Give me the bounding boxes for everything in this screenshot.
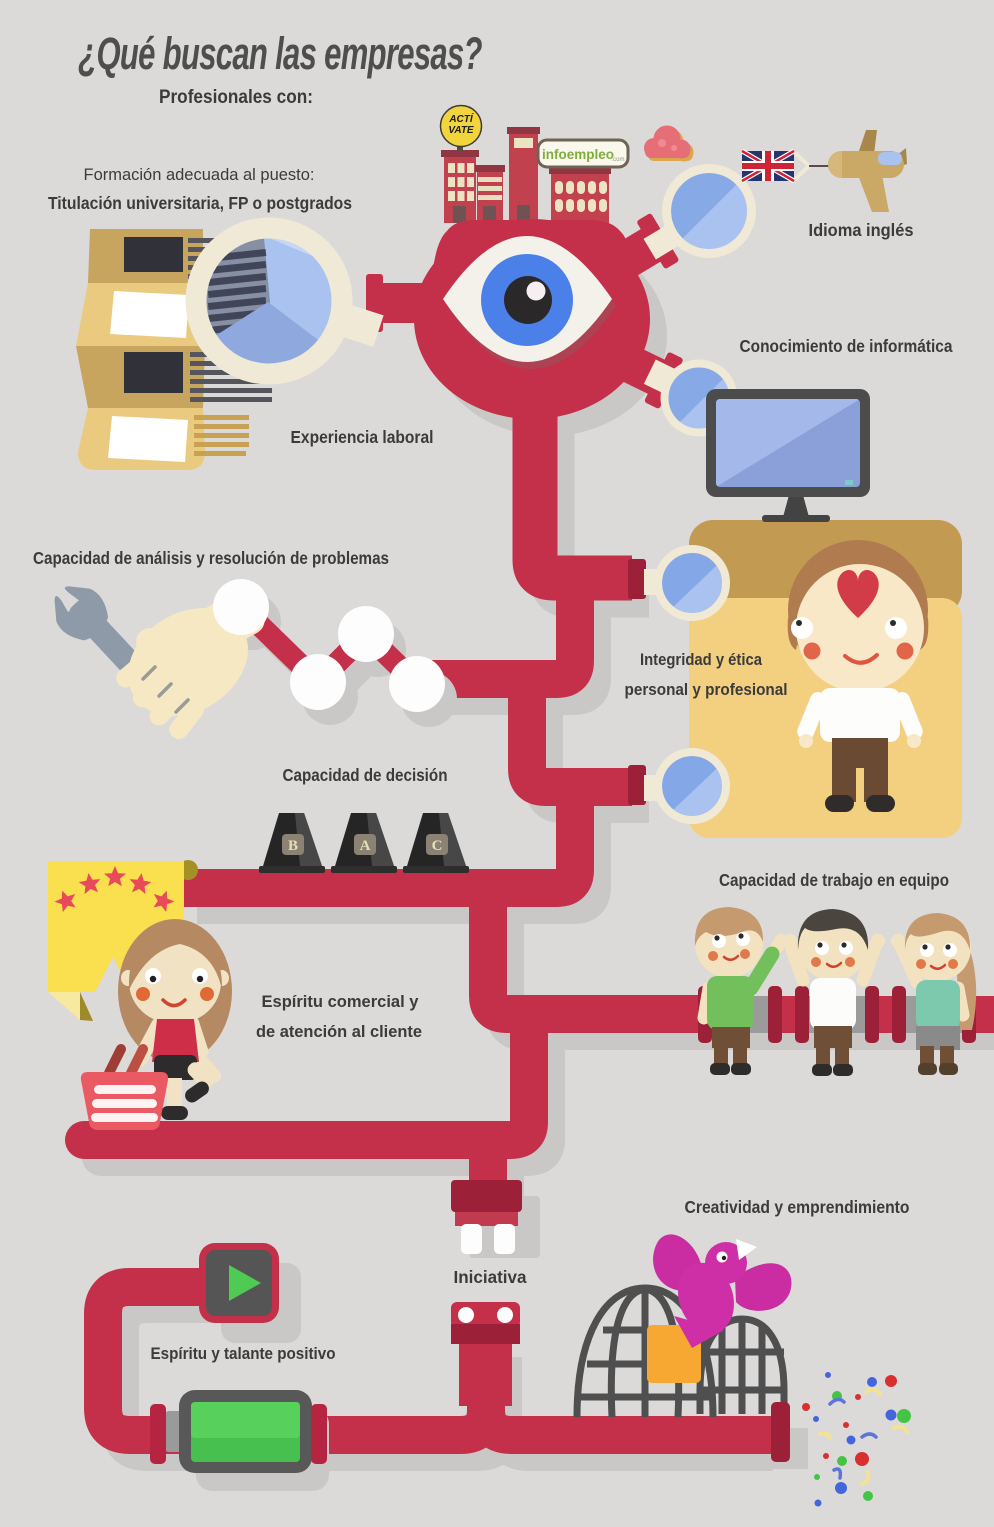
svg-text:Capacidad de decisión: Capacidad de decisión: [283, 765, 448, 785]
svg-text:VATE: VATE: [448, 125, 474, 136]
svg-text:Espíritu comercial y: Espíritu comercial y: [262, 992, 420, 1011]
svg-text:Creatividad y emprendimiento: Creatividad y emprendimiento: [685, 1197, 910, 1217]
svg-text:Iniciativa: Iniciativa: [454, 1267, 527, 1287]
svg-text:ACTÍ: ACTÍ: [448, 112, 475, 125]
svg-text:Idioma inglés: Idioma inglés: [809, 220, 914, 240]
svg-text:Experiencia laboral: Experiencia laboral: [291, 427, 434, 447]
svg-text:¿Qué buscan las empresas?: ¿Qué buscan las empresas?: [78, 29, 482, 79]
svg-text:Espíritu y talante positivo: Espíritu y talante positivo: [151, 1344, 336, 1363]
svg-text:infoempleo: infoempleo: [542, 147, 614, 162]
svg-text:Integridad y ética: Integridad y ética: [640, 650, 762, 669]
svg-text:Formación adecuada al puesto:: Formación adecuada al puesto:: [84, 165, 315, 184]
svg-text:Conocimiento de informática: Conocimiento de informática: [740, 336, 953, 356]
svg-text:personal y profesional: personal y profesional: [625, 680, 788, 699]
svg-text:Capacidad de trabajo en equipo: Capacidad de trabajo en equipo: [719, 870, 949, 890]
svg-text:.com: .com: [611, 157, 624, 163]
svg-text:Capacidad de análisis y resolu: Capacidad de análisis y resolución de pr…: [33, 548, 389, 568]
svg-text:Profesionales con:: Profesionales con:: [159, 87, 313, 108]
svg-text:de atención al cliente: de atención al cliente: [256, 1022, 422, 1041]
svg-text:A: A: [360, 838, 371, 854]
svg-text:B: B: [288, 838, 298, 854]
svg-text:C: C: [432, 838, 443, 854]
svg-text:Titulación universitaria, FP o: Titulación universitaria, FP o postgrado…: [48, 193, 352, 213]
